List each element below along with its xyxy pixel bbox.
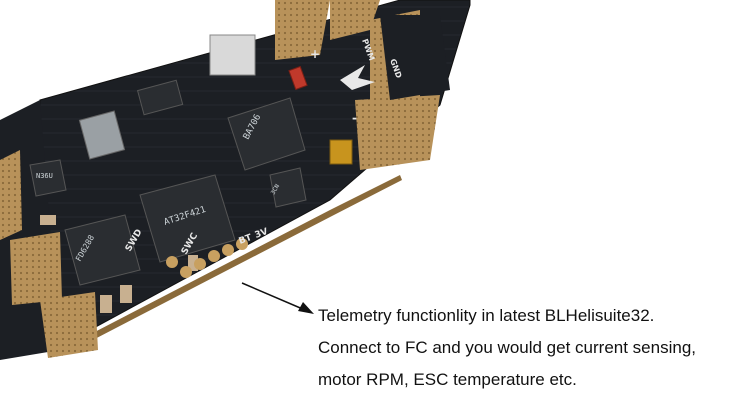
svg-text:-: -: [352, 111, 357, 125]
svg-text:+: +: [310, 47, 320, 61]
solder-pads: [0, 0, 440, 358]
caption-line-3: motor RPM, ESC temperature etc.: [318, 370, 577, 389]
regulator-chip: BA706: [227, 97, 306, 171]
test-pads: [166, 238, 248, 278]
mcu-chip: AT32F421: [139, 174, 236, 263]
mosfet-chip: N36U: [29, 159, 67, 197]
caption-line-1: Telemetry functionlity in latest BLHelis…: [318, 306, 655, 325]
feature-caption: Telemetry functionlity in latest BLHelis…: [318, 300, 738, 396]
driver-chip: FD6288: [64, 214, 141, 286]
callout-arrow: [241, 282, 314, 314]
svg-text:BT: BT: [238, 233, 254, 247]
small-chip: 3CN: [269, 167, 307, 208]
svg-text:N36U: N36U: [36, 172, 53, 180]
passive-components: [40, 34, 353, 313]
svg-text:3CN: 3CN: [270, 183, 282, 196]
caption-line-2: Connect to FC and you would get current …: [318, 338, 696, 357]
signal-tab: [380, 15, 450, 100]
svg-text:3V: 3V: [254, 227, 270, 241]
bird-logo: [340, 65, 375, 90]
